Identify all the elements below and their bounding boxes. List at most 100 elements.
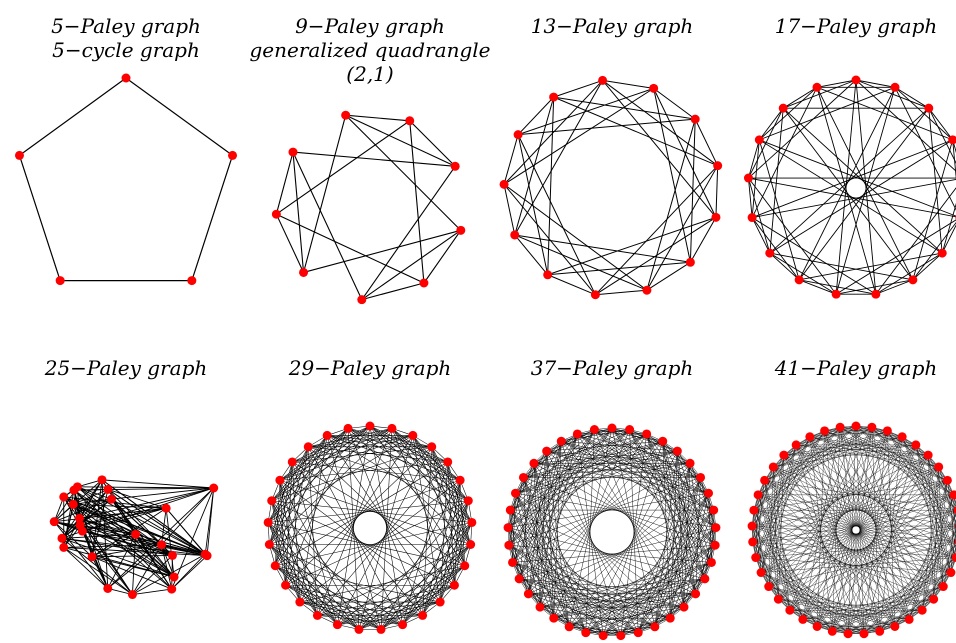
graph-vertex bbox=[271, 209, 281, 219]
graph-edge bbox=[326, 435, 382, 630]
graph-vertex bbox=[747, 213, 757, 223]
graph-edge bbox=[928, 107, 954, 141]
graph-vertex bbox=[72, 482, 82, 492]
graph-edge bbox=[751, 425, 857, 527]
graph-edge bbox=[358, 435, 414, 630]
graph-edge bbox=[267, 428, 349, 523]
graph-edge bbox=[512, 562, 685, 608]
graph-edge bbox=[778, 427, 873, 600]
graph-vertex bbox=[748, 537, 758, 547]
graph-vertex bbox=[812, 621, 822, 631]
graph-edge bbox=[279, 480, 286, 586]
graph-edge bbox=[553, 96, 696, 120]
graph-edge bbox=[369, 425, 403, 625]
graph-edge bbox=[347, 428, 448, 463]
graph-edge bbox=[512, 429, 595, 563]
graph-edge bbox=[752, 541, 833, 632]
graph-p25 bbox=[49, 475, 219, 600]
graph-edge bbox=[753, 510, 818, 627]
graph-edge bbox=[764, 480, 804, 620]
graph-vertex bbox=[794, 275, 804, 285]
graph-edge bbox=[292, 152, 305, 273]
graph-vertex bbox=[398, 620, 408, 630]
graph-vertex bbox=[938, 582, 948, 592]
graph-vertex bbox=[514, 574, 524, 584]
graph-edge bbox=[337, 615, 423, 625]
graph-vertex bbox=[332, 620, 342, 630]
graph-edge bbox=[308, 446, 455, 586]
graph-edge bbox=[514, 234, 549, 276]
graph-edge bbox=[459, 480, 466, 566]
graph-edge bbox=[91, 507, 167, 558]
graph-vertex bbox=[851, 421, 861, 431]
graph-edge bbox=[769, 108, 784, 254]
graph-edge bbox=[546, 451, 570, 627]
graph-edge bbox=[533, 433, 578, 464]
graph-edge bbox=[553, 441, 562, 619]
graph-edge bbox=[547, 274, 596, 296]
graph-vertex bbox=[357, 295, 367, 305]
graph-edge bbox=[761, 526, 956, 573]
graph-edge bbox=[79, 489, 109, 526]
graph-edge bbox=[751, 525, 833, 632]
graph-edge bbox=[507, 527, 639, 633]
graph-edge bbox=[835, 87, 896, 295]
graph-edge bbox=[835, 79, 857, 295]
graph-edge bbox=[391, 428, 461, 481]
graph-edge bbox=[274, 461, 293, 566]
graph-edge bbox=[539, 441, 562, 608]
graph-edge bbox=[653, 88, 717, 218]
graph-vertex bbox=[456, 225, 466, 235]
graph-edge bbox=[569, 545, 716, 627]
graph-edge bbox=[855, 425, 896, 627]
graph-edge bbox=[299, 601, 382, 630]
graph-edge bbox=[670, 451, 678, 619]
graph-edge bbox=[19, 77, 127, 156]
title-line: 25−Paley graph bbox=[44, 356, 208, 380]
graph-vertex bbox=[281, 580, 291, 590]
graph-vertex bbox=[499, 179, 509, 189]
title-line: 29−Paley graph bbox=[288, 356, 452, 380]
graph-edge bbox=[63, 547, 133, 595]
graph-edge bbox=[517, 134, 596, 295]
graph-edge bbox=[646, 433, 696, 594]
graph-edge bbox=[759, 139, 943, 254]
graph-edge bbox=[63, 479, 103, 548]
graph-vertex bbox=[68, 499, 78, 509]
graph-edge bbox=[508, 545, 655, 627]
graph-edge bbox=[77, 486, 214, 489]
graph-edge bbox=[508, 441, 562, 546]
graph-vertex bbox=[754, 135, 764, 145]
vertex-group bbox=[263, 421, 477, 634]
graph-edge bbox=[269, 544, 423, 616]
graph-edge bbox=[63, 496, 208, 557]
graph-edge bbox=[768, 455, 785, 587]
graph-p29 bbox=[263, 421, 477, 634]
graph-edge bbox=[768, 444, 916, 587]
graph-vertex bbox=[127, 590, 137, 600]
graph-edge bbox=[789, 430, 888, 611]
graph-edge bbox=[799, 279, 876, 295]
graph-edge bbox=[515, 493, 570, 627]
vertex-group bbox=[14, 73, 238, 286]
graph-edge bbox=[503, 134, 519, 185]
graph-vertex bbox=[747, 521, 757, 531]
graph-edge bbox=[337, 446, 432, 625]
graph-edge bbox=[855, 425, 956, 509]
graph-edge bbox=[755, 542, 956, 558]
graph-edge bbox=[77, 486, 175, 578]
graph-edge bbox=[752, 494, 954, 527]
graph-edge bbox=[61, 489, 109, 539]
title-line: 13−Paley graph bbox=[530, 14, 694, 38]
graph-edge bbox=[285, 585, 360, 630]
graph-edge bbox=[646, 261, 691, 291]
title-line: (2,1) bbox=[346, 62, 394, 86]
graph-vertex bbox=[529, 458, 539, 468]
graph-edge bbox=[646, 118, 696, 291]
graph-edge bbox=[768, 586, 895, 627]
vertex-group bbox=[503, 423, 721, 641]
graph-p37 bbox=[503, 423, 721, 641]
graph-edge bbox=[921, 480, 948, 611]
graph-vertex bbox=[768, 462, 778, 472]
graph-edge bbox=[111, 487, 214, 500]
